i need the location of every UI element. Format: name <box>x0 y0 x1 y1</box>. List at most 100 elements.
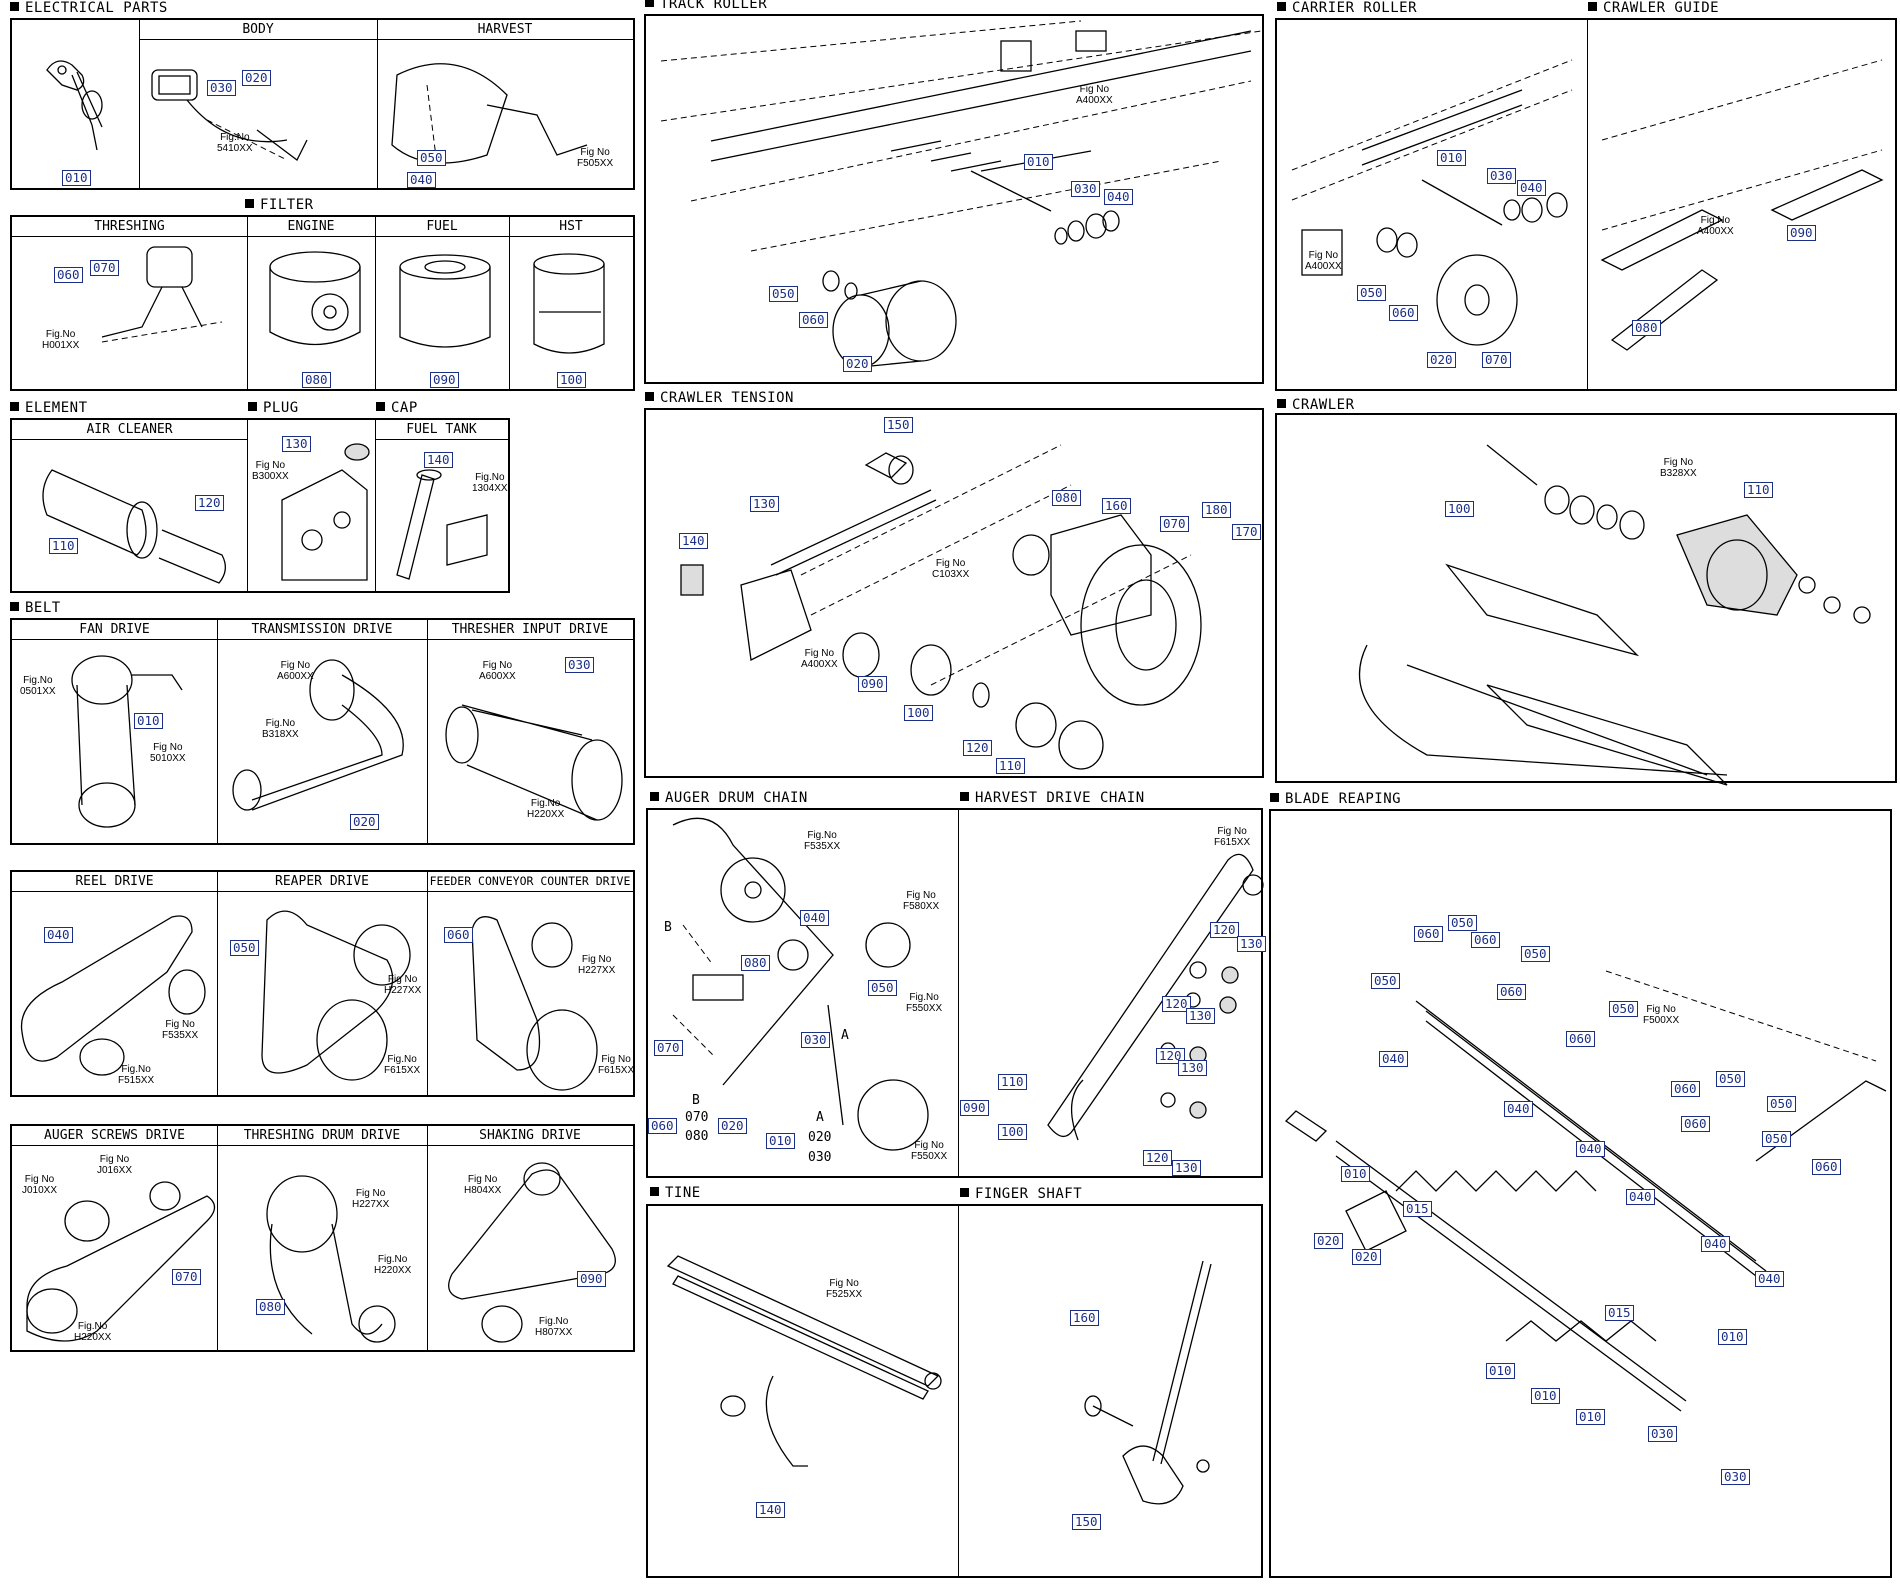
part-060[interactable]: 060 <box>1497 984 1526 1000</box>
part-110[interactable]: 110 <box>1744 482 1773 498</box>
part-160[interactable]: 160 <box>1102 498 1131 514</box>
part-100[interactable]: 100 <box>904 705 933 721</box>
part-040[interactable]: 040 <box>1755 1271 1784 1287</box>
part-030[interactable]: 030 <box>1487 168 1516 184</box>
part-120[interactable]: 120 <box>963 740 992 756</box>
part-030[interactable]: 030 <box>207 80 236 96</box>
part-015[interactable]: 015 <box>1605 1305 1634 1321</box>
part-120[interactable]: 120 <box>1162 996 1191 1012</box>
part-040[interactable]: 040 <box>1104 189 1133 205</box>
part-040[interactable]: 040 <box>1576 1141 1605 1157</box>
part-010[interactable]: 010 <box>766 1133 795 1149</box>
part-130[interactable]: 130 <box>1172 1160 1201 1176</box>
part-020[interactable]: 020 <box>1427 352 1456 368</box>
part-010[interactable]: 010 <box>1437 150 1466 166</box>
part-050[interactable]: 050 <box>1357 285 1386 301</box>
part-050[interactable]: 050 <box>1448 915 1477 931</box>
part-150[interactable]: 150 <box>884 417 913 433</box>
part-070[interactable]: 070 <box>1160 516 1189 532</box>
part-050[interactable]: 050 <box>769 286 798 302</box>
part-040[interactable]: 040 <box>800 910 829 926</box>
part-080[interactable]: 080 <box>741 955 770 971</box>
part-050[interactable]: 050 <box>1371 973 1400 989</box>
part-130[interactable]: 130 <box>1178 1060 1207 1076</box>
part-110[interactable]: 110 <box>998 1074 1027 1090</box>
part-010[interactable]: 010 <box>134 713 163 729</box>
part-010[interactable]: 010 <box>1576 1409 1605 1425</box>
part-070[interactable]: 070 <box>172 1269 201 1285</box>
part-090[interactable]: 090 <box>858 676 887 692</box>
part-020[interactable]: 020 <box>1352 1249 1381 1265</box>
part-080[interactable]: 080 <box>256 1299 285 1315</box>
part-060[interactable]: 060 <box>1681 1116 1710 1132</box>
part-150[interactable]: 150 <box>1072 1514 1101 1530</box>
part-110[interactable]: 110 <box>49 538 78 554</box>
part-130[interactable]: 130 <box>282 436 311 452</box>
part-170[interactable]: 170 <box>1232 524 1261 540</box>
part-090[interactable]: 090 <box>1787 225 1816 241</box>
part-030[interactable]: 030 <box>1071 181 1100 197</box>
part-120[interactable]: 120 <box>1210 922 1239 938</box>
part-070[interactable]: 070 <box>90 260 119 276</box>
part-090[interactable]: 090 <box>960 1100 989 1116</box>
part-030[interactable]: 030 <box>1721 1469 1750 1485</box>
part-130[interactable]: 130 <box>1237 936 1266 952</box>
part-140[interactable]: 140 <box>679 533 708 549</box>
part-050[interactable]: 050 <box>1762 1131 1791 1147</box>
part-020[interactable]: 020 <box>1314 1233 1343 1249</box>
part-040[interactable]: 040 <box>407 172 436 188</box>
part-180[interactable]: 180 <box>1202 502 1231 518</box>
part-070[interactable]: 070 <box>1482 352 1511 368</box>
part-120[interactable]: 120 <box>195 495 224 511</box>
part-090[interactable]: 090 <box>577 1271 606 1287</box>
part-040[interactable]: 040 <box>1626 1189 1655 1205</box>
part-050[interactable]: 050 <box>1767 1096 1796 1112</box>
part-040[interactable]: 040 <box>1701 1236 1730 1252</box>
part-060[interactable]: 060 <box>799 312 828 328</box>
part-030[interactable]: 030 <box>801 1032 830 1048</box>
part-130[interactable]: 130 <box>750 496 779 512</box>
part-160[interactable]: 160 <box>1070 1310 1099 1326</box>
part-060[interactable]: 060 <box>1566 1031 1595 1047</box>
part-020[interactable]: 020 <box>350 814 379 830</box>
part-030[interactable]: 030 <box>565 657 594 673</box>
part-060[interactable]: 060 <box>1812 1159 1841 1175</box>
part-010[interactable]: 010 <box>1024 154 1053 170</box>
part-050[interactable]: 050 <box>1521 946 1550 962</box>
part-040[interactable]: 040 <box>1504 1101 1533 1117</box>
part-010[interactable]: 010 <box>1486 1363 1515 1379</box>
part-050[interactable]: 050 <box>1716 1071 1745 1087</box>
part-060[interactable]: 060 <box>1671 1081 1700 1097</box>
part-020[interactable]: 020 <box>718 1118 747 1134</box>
part-090[interactable]: 090 <box>430 372 459 388</box>
part-010[interactable]: 010 <box>62 170 91 186</box>
part-100[interactable]: 100 <box>557 372 586 388</box>
part-050[interactable]: 050 <box>230 940 259 956</box>
part-040[interactable]: 040 <box>1379 1051 1408 1067</box>
part-080[interactable]: 080 <box>1052 490 1081 506</box>
part-140[interactable]: 140 <box>756 1502 785 1518</box>
part-050[interactable]: 050 <box>417 150 446 166</box>
part-030[interactable]: 030 <box>1648 1426 1677 1442</box>
part-040[interactable]: 040 <box>44 927 73 943</box>
part-060[interactable]: 060 <box>1471 932 1500 948</box>
part-120[interactable]: 120 <box>1156 1048 1185 1064</box>
part-140[interactable]: 140 <box>424 452 453 468</box>
part-010[interactable]: 010 <box>1718 1329 1747 1345</box>
part-110[interactable]: 110 <box>996 758 1025 774</box>
part-130[interactable]: 130 <box>1186 1008 1215 1024</box>
part-080[interactable]: 080 <box>1632 320 1661 336</box>
part-040[interactable]: 040 <box>1517 180 1546 196</box>
part-070[interactable]: 070 <box>654 1040 683 1056</box>
part-060[interactable]: 060 <box>444 927 473 943</box>
part-050[interactable]: 050 <box>1609 1001 1638 1017</box>
part-060[interactable]: 060 <box>1389 305 1418 321</box>
part-010[interactable]: 010 <box>1531 1388 1560 1404</box>
part-100[interactable]: 100 <box>998 1124 1027 1140</box>
part-015[interactable]: 015 <box>1403 1201 1432 1217</box>
part-120[interactable]: 120 <box>1143 1150 1172 1166</box>
part-060[interactable]: 060 <box>648 1118 677 1134</box>
part-010[interactable]: 010 <box>1341 1166 1370 1182</box>
part-060[interactable]: 060 <box>54 267 83 283</box>
part-050[interactable]: 050 <box>868 980 897 996</box>
